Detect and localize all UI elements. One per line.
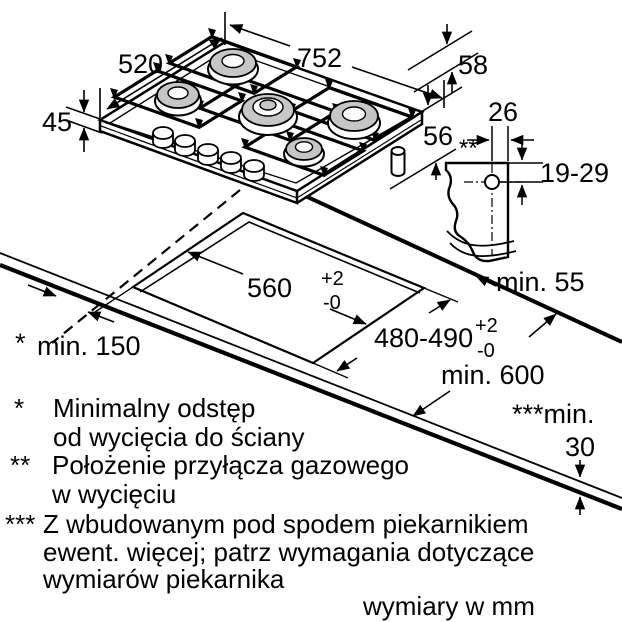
burner-center-wok	[238, 93, 298, 136]
burner-back	[207, 48, 259, 86]
dim-45-ref-top	[65, 106, 101, 120]
dim-520-line	[106, 37, 223, 110]
label-560-sup: +2	[321, 268, 344, 290]
dim-752-line-1	[229, 24, 291, 47]
burner-right	[327, 100, 381, 140]
worktop-front-edge-top	[0, 252, 622, 499]
label-min55: min. 55	[496, 267, 585, 297]
worktop-cutout-view	[0, 162, 622, 515]
legend-item-3-line-3: wymiarów piekarnika	[43, 564, 285, 594]
dimension-labels: 520 752 45 58 56 26 ** 19-29 560 +2 -0 4…	[15, 43, 609, 462]
burner-front	[283, 137, 325, 168]
dim-min150-arrow-left	[27, 284, 57, 297]
label-min600: min. 600	[441, 360, 545, 390]
hob-dimensions	[65, 12, 479, 190]
hob-isometric-view	[65, 12, 479, 205]
dim-min150-arrow-right	[87, 311, 115, 323]
label-45: 45	[42, 107, 72, 137]
dim-min600-arrow-up	[528, 313, 557, 338]
dim-58-ref-top	[407, 30, 473, 71]
gas-pipe	[390, 146, 406, 177]
control-knobs	[152, 126, 265, 182]
burner-left	[154, 81, 202, 117]
label-min150: min. 150	[37, 331, 141, 361]
legend-marker-1: *	[14, 393, 25, 423]
label-gas-marker: **	[459, 135, 478, 162]
legend-item-2-line-1: Położenie przyłącza gazowego	[52, 450, 409, 480]
label-min30-prefix: ***min.	[512, 399, 595, 429]
units-note: wymiary w mm	[363, 591, 535, 621]
label-520: 520	[118, 49, 163, 79]
legend-item-3-line-1: Z wbudowanym pod spodem piekarnikiem	[43, 509, 529, 539]
label-560: 560	[247, 273, 292, 303]
hob-body-edges	[98, 112, 424, 205]
dim-560-line-2	[329, 308, 367, 325]
dim-45-ref-bottom	[65, 119, 103, 134]
dim-480-line-1	[428, 299, 451, 314]
legend-item-2-line-2: w wycięciu	[52, 479, 177, 509]
dim-56-ref-top	[397, 86, 463, 127]
label-752: 752	[297, 43, 342, 73]
hob-body-lip	[100, 119, 422, 199]
cutout-inner-edge	[139, 221, 421, 294]
label-58: 58	[458, 50, 488, 80]
label-480-490: 480-490	[374, 323, 473, 353]
legend-marker-3: ***	[5, 509, 36, 539]
legend-item-1-line-1: Minimalny odstęp	[53, 393, 256, 423]
detail-break-lines	[446, 230, 517, 257]
cutout-ext-right	[423, 287, 459, 303]
dim-58-ref-bottom	[413, 52, 479, 93]
dim-min600-arrow-down	[412, 390, 451, 417]
wall-dashed-line	[51, 189, 241, 344]
label-min30-value: 30	[565, 432, 595, 462]
label-min150-marker: *	[15, 328, 26, 358]
detail-dimensions	[467, 126, 543, 205]
gas-connection-detail	[444, 126, 543, 263]
dim-480-line-2	[336, 357, 358, 372]
dim-56-ref-bottom	[389, 148, 457, 190]
cutout-ext-left	[94, 286, 134, 313]
label-19-29: 19-29	[540, 158, 609, 188]
label-480-sub: -0	[477, 340, 495, 362]
legend-item-3-line-2: ewent. więcej; patrz wymagania dotyczące	[43, 537, 535, 567]
label-26: 26	[488, 97, 518, 127]
label-56: 56	[423, 121, 453, 151]
cutout-ext-bottom	[312, 362, 349, 379]
dim-min55-arrow	[475, 275, 497, 287]
gas-connection-point	[484, 174, 500, 190]
legend-item-1-line-2: od wycięcia do ściany	[53, 422, 305, 452]
legend-marker-2: **	[10, 450, 31, 480]
label-480-sup: +2	[475, 315, 498, 337]
dim-560-line-1	[187, 251, 244, 275]
label-560-sub: -0	[323, 292, 341, 314]
